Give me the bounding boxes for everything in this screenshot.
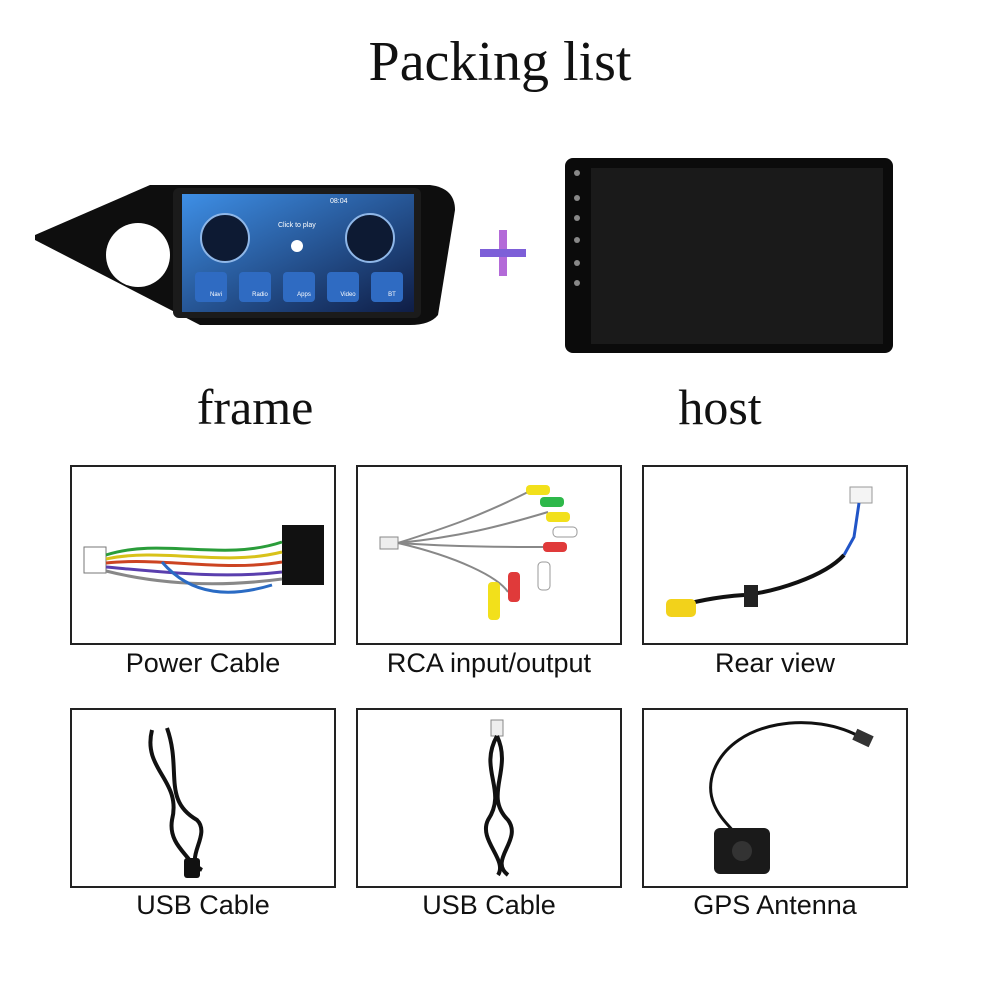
rca-caption: RCA input/output	[386, 648, 592, 678]
usb-cable-icon	[484, 719, 514, 877]
rear-view-cable-icon	[666, 486, 873, 617]
gps-antenna-caption: GPS Antenna	[693, 890, 857, 920]
frame-image: 08:04 Click to play Navi Radio Apps Vide…	[30, 180, 460, 330]
screen-time: 08:04	[330, 198, 348, 205]
rca-box	[356, 465, 622, 645]
rear-view-box	[642, 465, 908, 645]
plus-icon	[478, 228, 528, 278]
usb-cable-caption-1: USB Cable	[136, 890, 270, 920]
host-image	[565, 158, 893, 353]
power-cable-harness-icon	[83, 525, 324, 594]
gps-antenna-icon	[709, 721, 874, 874]
app-label-bt: BT	[388, 292, 396, 298]
power-cable-caption: Power Cable	[125, 648, 281, 678]
host-label: host	[678, 379, 762, 435]
rca-cable-icon	[379, 485, 578, 620]
rear-view-caption: Rear view	[714, 648, 836, 678]
usb-cable-box-2	[356, 708, 622, 888]
app-label-apps: Apps	[297, 292, 311, 298]
app-label-video: Video	[340, 292, 356, 298]
app-label-navi: Navi	[209, 292, 222, 298]
usb-cable-icon	[148, 727, 204, 878]
page-title: Packing list	[368, 31, 632, 93]
frame-label: frame	[196, 379, 314, 435]
app-label-radio: Radio	[252, 292, 268, 298]
usb-cable-box-1	[70, 708, 336, 888]
gps-antenna-box	[642, 708, 908, 888]
screen-prompt: Click to play	[278, 222, 316, 229]
usb-cable-caption-2: USB Cable	[422, 890, 556, 920]
power-cable-box	[70, 465, 336, 645]
